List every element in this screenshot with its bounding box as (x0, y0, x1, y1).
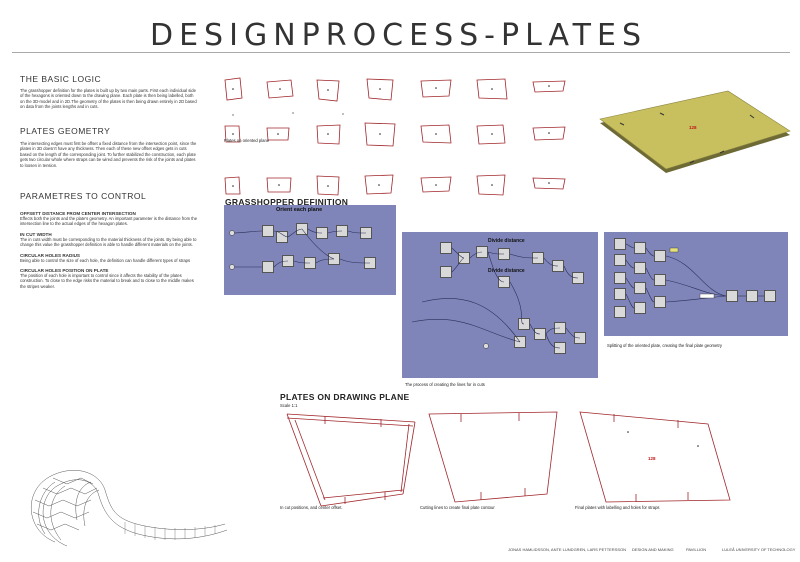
parameter-title: CIRCULAR HOLES POSITION ON PLATE (20, 268, 109, 274)
basic-logic-text: The grasshopper definition for the plate… (20, 88, 197, 110)
footer-university: LULEÅ UNIVERSITY OF TECHNOLOGY (722, 547, 796, 552)
parameter-title: CIRCULAR HOLES RADIUS (20, 252, 80, 258)
gh-node (746, 290, 758, 302)
gh-node (764, 290, 776, 302)
title-divider (12, 52, 790, 53)
gh-node (614, 288, 626, 300)
gh-node (262, 261, 274, 273)
drawing-plate-incuts (286, 413, 416, 507)
parameter-title: IN CUT WIDTH (20, 231, 52, 237)
drawing-plane-scale: Scale 1:1 (280, 403, 298, 408)
parameter-item: IN CUT WIDTH The in cuts width must be c… (20, 232, 198, 248)
grasshopper-heading: GRASSHOPPER DEFINITION (225, 197, 349, 207)
gh-node (614, 254, 626, 266)
gh-panel-incuts: Divide distance Divide distance (402, 232, 598, 378)
parameter-item: CIRCULAR HOLES RADIUS Being able to cont… (20, 253, 198, 263)
gh-wires (625, 243, 764, 309)
parameter-item: CIRCULAR HOLES POSITION ON PLATE The pos… (20, 268, 198, 289)
gh-split-caption: Splitting of the oriented plate, creatin… (607, 343, 722, 348)
basic-logic-heading: THE BASIC LOGIC (20, 74, 102, 84)
drawing-plane-heading: PLATES ON DRAWING PLANE (280, 392, 410, 402)
footer-course: DESIGN AND MAKING (632, 547, 674, 552)
gh-panel-incuts-label: Divide distance (488, 238, 525, 244)
page-title: DESIGNPROCESS-PLATES (150, 18, 648, 53)
gh-node (440, 266, 452, 278)
parameter-text: Effects both the joints and the plate's … (20, 216, 198, 227)
drawing-plate-contour (428, 411, 558, 503)
parameter-title: OFFSETT DISTANCE FROM CENTER INTERSECTIO… (20, 211, 136, 216)
gh-node (614, 272, 626, 284)
gh-node (654, 296, 666, 308)
drawing-plate-label: 128 (648, 456, 656, 461)
plates-grid-caption: Plates on oriented plane (224, 138, 270, 143)
drawing-caption-2: Cutting lines to create final plate cont… (420, 505, 495, 510)
gh-node (726, 290, 738, 302)
plate-3d-label: 128 (689, 125, 697, 130)
gh-incuts-caption: The process of creating the lines for in… (405, 382, 485, 387)
gh-node (634, 242, 646, 254)
parameter-text: The in cuts width must be corresponding … (20, 236, 197, 248)
parameter-text: The position of each hole is important t… (20, 273, 194, 289)
gh-node (634, 282, 646, 294)
gh-wires (411, 247, 581, 349)
plates-grid (224, 77, 566, 196)
gh-panel-orient-title: Orient each plane (276, 207, 323, 213)
gh-node (654, 274, 666, 286)
gh-node (440, 242, 452, 254)
gh-panel-orient: Orient each plane (224, 205, 396, 295)
parameter-text: Being able to control the size of each h… (20, 257, 191, 263)
gh-wires (229, 228, 371, 270)
parameter-list: OFFSETT DISTANCE FROM CENTER INTERSECTIO… (20, 211, 198, 289)
gh-node (634, 262, 646, 274)
gh-node (614, 306, 626, 318)
footer-project: PAVILLION (686, 547, 707, 552)
drawing-plate-final (579, 411, 731, 503)
plates-geometry-heading: PLATES GEOMETRY (20, 126, 111, 136)
gh-node (634, 302, 646, 314)
parameters-heading: PARAMETRES TO CONTROL (20, 191, 147, 201)
pavilion-wireframe (30, 470, 228, 547)
plates-geometry-text: The intersecting edges must first be off… (20, 141, 197, 168)
gh-node (654, 250, 666, 262)
drawing-caption-1: In cut positions, and center offset. (280, 505, 343, 510)
gh-panel-split (604, 232, 788, 336)
gh-panel-incuts-label: Divide distance (488, 268, 525, 274)
gh-node (614, 238, 626, 250)
drawing-caption-3: Final plates with labelling and holes fo… (575, 505, 660, 510)
gh-node (262, 225, 274, 237)
footer-authors: JONAS HAMLIDSSON, ANTE LUNDGREN, LARS PE… (508, 547, 627, 552)
parameter-item: OFFSETT DISTANCE FROM CENTER INTERSECTIO… (20, 211, 198, 227)
plate-3d (599, 90, 791, 173)
